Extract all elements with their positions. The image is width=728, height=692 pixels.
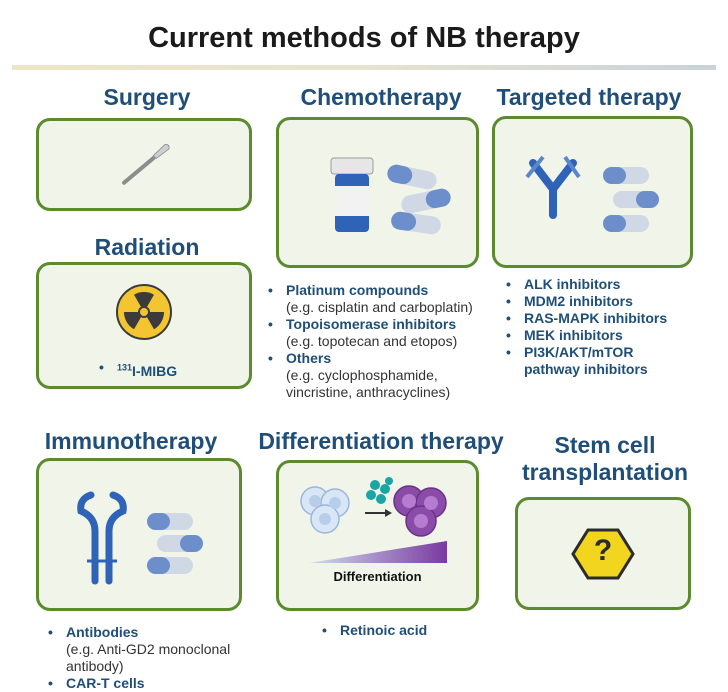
pill-bottle-icon <box>330 157 451 235</box>
isotope-mass: 131 <box>117 362 133 372</box>
list-item: 131I-MIBG <box>99 359 177 380</box>
targeted-heading: Targeted therapy <box>496 84 682 110</box>
isotope-name: I-MIBG <box>132 362 178 379</box>
antibody-icon <box>77 491 203 585</box>
cell-icon <box>300 477 447 563</box>
list-item: CAR-T cells <box>48 675 278 692</box>
question-mark: ? <box>593 534 613 567</box>
list-item: MDM2 inhibitors <box>506 293 716 310</box>
stem-cell-box: ? <box>515 497 691 610</box>
list-item: Retinoic acid <box>322 622 522 639</box>
capsule-icon <box>603 167 659 232</box>
list-item: RAS-MAPK inhibitors <box>506 310 716 327</box>
list-item: Others(e.g. cyclophosphamide,vincristine… <box>268 350 498 401</box>
targeted-box <box>492 116 693 268</box>
title-divider <box>12 65 716 70</box>
surgery-box <box>36 118 252 211</box>
capsule-icon <box>387 164 451 235</box>
radiation-icon <box>116 284 172 340</box>
list-item: ALK inhibitors <box>506 276 716 293</box>
list-item: Antibodies(e.g. Anti-GD2 monoclonalantib… <box>48 624 278 675</box>
list-item: MEK inhibitors <box>506 327 716 344</box>
radiation-heading: Radiation <box>94 234 200 260</box>
differentiation-heading: Differentiation therapy <box>258 428 504 454</box>
capsule-icon <box>147 513 203 574</box>
scalpel-icon <box>122 144 170 185</box>
list-item: Platinum compounds(e.g. cisplatin and ca… <box>268 282 498 316</box>
chemotherapy-heading: Chemotherapy <box>300 84 462 110</box>
surgery-heading: Surgery <box>103 84 191 110</box>
question-hexagon-icon <box>571 528 635 580</box>
radiation-box: 131I-MIBG <box>36 262 252 389</box>
differentiation-label: Differentiation <box>333 569 422 584</box>
immunotherapy-heading: Immunotherapy <box>44 428 218 454</box>
immunotherapy-box <box>36 458 242 611</box>
chemotherapy-box <box>276 117 479 268</box>
list-item: Topoisomerase inhibitors(e.g. topotecan … <box>268 316 498 350</box>
antibody-icon <box>525 155 659 232</box>
differentiation-box: Differentiation <box>276 460 479 611</box>
differentiation-gradient <box>309 541 447 563</box>
page-title: Current methods of NB therapy <box>148 22 580 54</box>
